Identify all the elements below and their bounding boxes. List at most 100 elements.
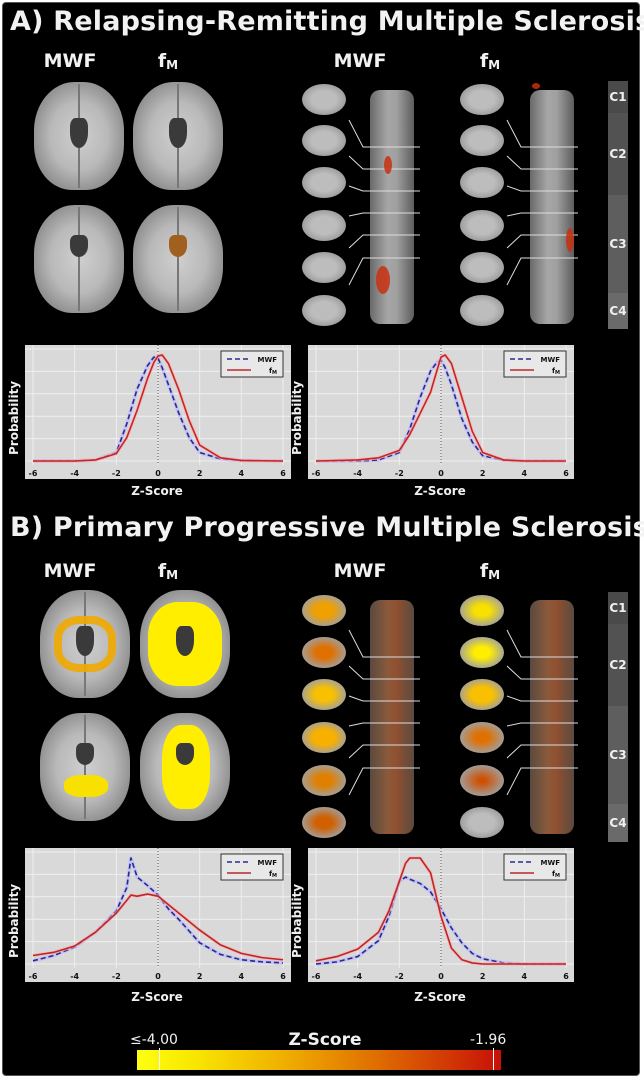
cord-slice-fm-a xyxy=(460,167,504,198)
cord-mwf-label-b: MWF xyxy=(333,560,387,582)
cord-slice-fm-b xyxy=(460,722,504,753)
level-c2-a: C2 xyxy=(608,113,628,195)
cord-slice-mwf-a xyxy=(302,125,346,156)
svg-text:2: 2 xyxy=(480,972,486,981)
cord-slice-fm-a xyxy=(460,252,504,283)
colorbar-min-label: ≤-4.00 xyxy=(130,1032,178,1048)
x-axis-label-a-cord: Z-Score xyxy=(414,484,466,498)
cord-slice-fm-b xyxy=(460,765,504,796)
cord-slice-fm-a xyxy=(460,210,504,241)
cord-slice-mwf-b xyxy=(302,679,346,710)
colorbar-tick-max xyxy=(493,1048,494,1070)
cord-mwf-label-a: MWF xyxy=(333,50,387,72)
density-chart-a-cord: -6 -4 -2 0 2 4 6 MWF fM xyxy=(308,345,574,479)
svg-text:MWF: MWF xyxy=(541,356,561,364)
svg-text:-4: -4 xyxy=(353,469,362,478)
brain-slice-mwf-superior-b xyxy=(40,590,130,698)
svg-text:4: 4 xyxy=(522,972,528,981)
cord-slice-fm-b xyxy=(460,595,504,626)
colorbar-gradient xyxy=(137,1050,501,1070)
level-c1-b: C1 xyxy=(608,592,628,624)
cord-slice-mwf-a xyxy=(302,84,346,115)
x-axis-label-b-cord: Z-Score xyxy=(414,990,466,1004)
colorbar-title: Z-Score xyxy=(288,1030,362,1050)
svg-text:-6: -6 xyxy=(312,972,321,981)
svg-text:2: 2 xyxy=(197,972,203,981)
svg-text:-2: -2 xyxy=(112,972,121,981)
svg-text:0: 0 xyxy=(155,972,161,981)
cord-render-fm-b xyxy=(530,600,574,834)
x-axis-label-a-brain: Z-Score xyxy=(131,484,183,498)
vertebral-level-bar-a: C1 C2 C3 C4 xyxy=(608,81,628,329)
colorbar-max-label: -1.96 xyxy=(470,1032,507,1048)
svg-text:fM: fM xyxy=(552,367,560,376)
svg-text:6: 6 xyxy=(563,972,569,981)
y-axis-label-b-cord: Probability xyxy=(290,883,304,958)
svg-text:-4: -4 xyxy=(353,972,362,981)
y-axis-label-b-brain: Probability xyxy=(7,883,21,958)
svg-text:-6: -6 xyxy=(29,469,38,478)
svg-text:-4: -4 xyxy=(70,972,79,981)
cord-slice-fm-b xyxy=(460,807,504,838)
cord-render-mwf-b xyxy=(370,600,414,834)
cord-slice-mwf-b xyxy=(302,765,346,796)
brain-mwf-label-a: MWF xyxy=(43,50,97,72)
svg-text:-4: -4 xyxy=(70,469,79,478)
svg-text:MWF: MWF xyxy=(541,859,561,867)
svg-text:-2: -2 xyxy=(395,469,404,478)
brain-slice-fm-inferior-b xyxy=(140,713,230,821)
cord-slice-fm-b xyxy=(460,637,504,668)
cord-render-fm-a xyxy=(530,90,574,324)
cord-slice-mwf-b xyxy=(302,637,346,668)
cord-slice-mwf-a xyxy=(302,167,346,198)
svg-text:-2: -2 xyxy=(112,469,121,478)
brain-mwf-label-b: MWF xyxy=(43,560,97,582)
brain-slice-mwf-inferior-b xyxy=(40,713,130,821)
cord-fm-label-b: fM xyxy=(479,560,501,582)
section-b-title: B) Primary Progressive Multiple Sclerosi… xyxy=(10,512,644,543)
svg-text:-6: -6 xyxy=(312,469,321,478)
svg-text:-2: -2 xyxy=(395,972,404,981)
brain-fm-label-b: fM xyxy=(157,560,179,582)
svg-text:4: 4 xyxy=(239,972,245,981)
cord-slice-mwf-a xyxy=(302,295,346,326)
svg-text:2: 2 xyxy=(480,469,486,478)
brain-slice-fm-inferior-a xyxy=(133,205,223,313)
cord-slice-fm-a xyxy=(460,125,504,156)
level-c1-a: C1 xyxy=(608,81,628,113)
level-c4-b: C4 xyxy=(608,804,628,842)
density-chart-b-cord: -6 -4 -2 0 2 4 6 MWF fM xyxy=(308,848,574,982)
svg-text:-6: -6 xyxy=(29,972,38,981)
svg-text:fM: fM xyxy=(269,367,277,376)
svg-text:6: 6 xyxy=(280,972,286,981)
svg-text:0: 0 xyxy=(438,972,444,981)
brain-slice-mwf-superior-a xyxy=(34,82,124,190)
section-a-title: A) Relapsing-Remitting Multiple Sclerosi… xyxy=(10,6,644,37)
level-c4-a: C4 xyxy=(608,293,628,329)
brain-fm-label-a: fM xyxy=(157,50,179,72)
cord-slice-fm-b xyxy=(460,679,504,710)
level-c3-a: C3 xyxy=(608,195,628,293)
svg-text:6: 6 xyxy=(280,469,286,478)
cord-slice-mwf-b xyxy=(302,722,346,753)
x-axis-label-b-brain: Z-Score xyxy=(131,990,183,1004)
cord-slice-mwf-b xyxy=(302,807,346,838)
level-c2-b: C2 xyxy=(608,624,628,706)
svg-text:0: 0 xyxy=(438,469,444,478)
vertebral-level-bar-b: C1 C2 C3 C4 xyxy=(608,592,628,842)
svg-text:fM: fM xyxy=(552,870,560,879)
brain-slice-fm-superior-b xyxy=(140,590,230,698)
svg-text:6: 6 xyxy=(563,469,569,478)
colorbar-tick-min xyxy=(159,1048,160,1070)
y-axis-label-a-brain: Probability xyxy=(7,380,21,455)
svg-text:fM: fM xyxy=(269,870,277,879)
cord-connector-lines-a xyxy=(348,83,578,294)
cord-slice-fm-a xyxy=(460,295,504,326)
level-c3-b: C3 xyxy=(608,706,628,804)
cord-fm-label-a: fM xyxy=(479,50,501,72)
y-axis-label-a-cord: Probability xyxy=(290,380,304,455)
svg-text:4: 4 xyxy=(522,469,528,478)
svg-text:2: 2 xyxy=(197,469,203,478)
